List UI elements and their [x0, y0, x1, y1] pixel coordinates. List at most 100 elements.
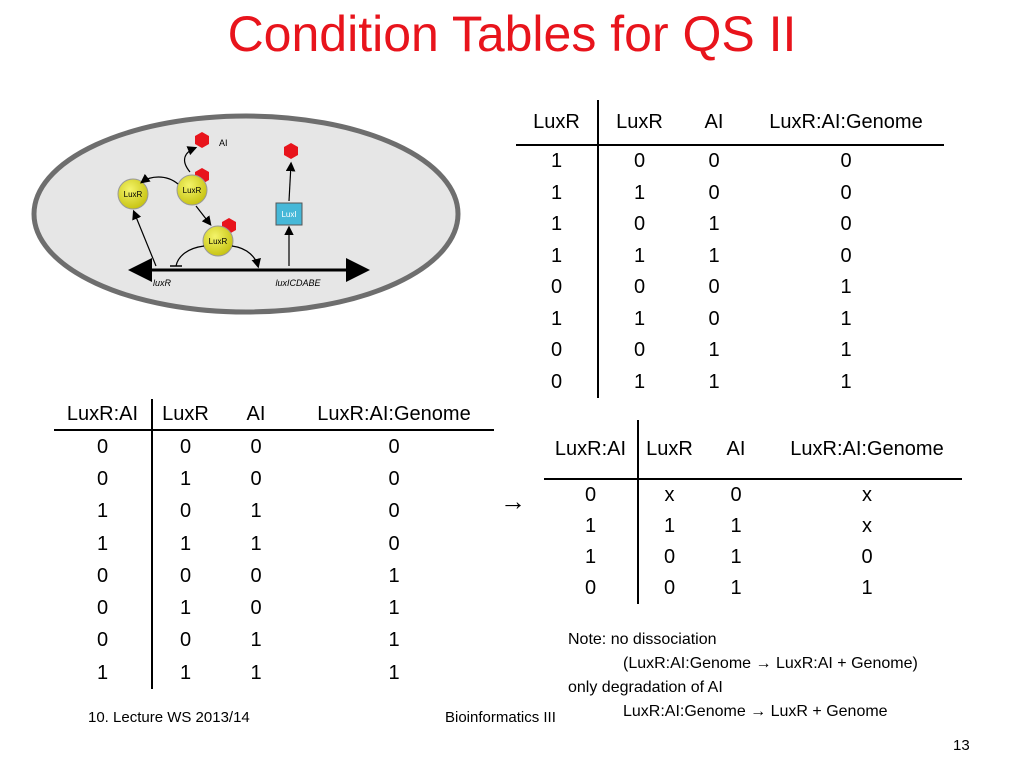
table-header-row: LuxR:AI LuxR AI LuxR:AI:Genome [54, 399, 494, 431]
table-cell: 0 [179, 500, 192, 523]
table-cell: 1 [179, 597, 192, 620]
table-cell: 1 [179, 661, 192, 684]
ai-label: AI [219, 138, 228, 148]
table-cell: 1 [179, 532, 192, 555]
ai-hexagon-top [195, 132, 209, 148]
column-header: LuxR [638, 420, 700, 480]
table-cell: 0 [663, 577, 676, 599]
table-cell: 1 [544, 511, 639, 542]
arrow-luxr-bind [195, 205, 212, 226]
luxr-circle-left [117, 178, 149, 210]
luxi-box [275, 202, 303, 226]
column-header: LuxR:AI [54, 399, 153, 431]
table-cell: 1 [54, 495, 153, 528]
table-cell: 0 [663, 546, 676, 568]
column-header: LuxR [516, 100, 599, 146]
table-row: 1 1 0 0 [516, 177, 944, 209]
table-cell: 0 [250, 467, 262, 490]
luxr-label-bottom: LuxR [209, 237, 228, 246]
note-line-4: LuxR:AI:Genome → LuxR + Genome [623, 703, 888, 720]
table-cell: 0 [840, 213, 852, 236]
note-line-3: only degradation of AI [568, 679, 723, 696]
table-cell: 1 [840, 370, 852, 393]
luxr-circle-middle [176, 174, 208, 206]
note-line-1: Note: no dissociation [568, 631, 717, 648]
table-cell: 0 [840, 181, 852, 204]
table-cell: 0 [544, 573, 639, 604]
table-cell: 0 [54, 560, 153, 593]
table-cell: 0 [516, 335, 599, 367]
transform-arrow: → [500, 486, 526, 516]
table-cell: 0 [179, 564, 192, 587]
table-cell: 0 [633, 213, 646, 236]
activation-luxicdabe [231, 245, 261, 269]
arrow-luxr-exchange [140, 173, 179, 185]
luxr-label-left: LuxR [124, 190, 143, 199]
table-cell: 0 [633, 150, 646, 173]
arrow-luxi-produces-ai [285, 161, 296, 202]
table-cell: 0 [861, 546, 873, 568]
table-cell: 1 [516, 209, 599, 241]
table-cell: 1 [633, 181, 646, 204]
table-cell: 0 [250, 564, 262, 587]
cell-ellipse [31, 113, 461, 315]
table-cell: 0 [54, 463, 153, 496]
footer-lecture: 10. Lecture WS 2013/14 [88, 709, 250, 726]
arrow-luxr-expression [132, 209, 157, 267]
table-cell: 1 [663, 515, 676, 537]
table-cell: 0 [708, 307, 720, 330]
note-line-2: (LuxR:AI:Genome → LuxR:AI + Genome) [623, 655, 918, 672]
table-cell: 1 [730, 546, 742, 568]
slide-title: Condition Tables for QS II [227, 6, 797, 62]
table-cell: x [664, 484, 675, 506]
quorum-sensing-diagram: AI LuxR LuxR LuxR LuxI luxR luxICDABE [31, 113, 461, 315]
table-cell: 0 [54, 592, 153, 625]
table-cell: 0 [54, 430, 153, 464]
table-cell: 1 [840, 339, 852, 362]
table-header-row: LuxR LuxR AI LuxR:AI:Genome [516, 100, 944, 146]
table-cell: 1 [179, 467, 192, 490]
table-cell: 1 [388, 661, 400, 684]
page-number: 13 [953, 737, 970, 754]
table-cell: 0 [633, 276, 646, 299]
table-cell: 1 [54, 657, 153, 690]
column-header: LuxR:AI:Genome [748, 100, 944, 146]
table-cell: 1 [388, 629, 400, 652]
table-cell: 1 [840, 307, 852, 330]
table-cell: 1 [516, 177, 599, 209]
repression-luxr [175, 245, 205, 267]
column-header: LuxR:AI:Genome [772, 420, 962, 480]
luxr-label-middle: LuxR [183, 186, 202, 195]
table-cell: 1 [840, 276, 852, 299]
table-cell: 1 [516, 145, 599, 178]
table-cell: 0 [708, 181, 720, 204]
luxi-label: LuxI [281, 210, 296, 219]
table-cell: 1 [633, 244, 646, 267]
table-cell: 1 [388, 597, 400, 620]
table-cell: 0 [388, 532, 400, 555]
table-cell: 0 [388, 435, 400, 458]
table-cell: 1 [250, 532, 262, 555]
column-header: LuxR [598, 100, 680, 146]
arrow-ai-to-luxr [183, 146, 198, 173]
table-cell: 1 [250, 629, 262, 652]
table-cell: 0 [730, 484, 742, 506]
table-cell: x [862, 484, 872, 506]
table-cell: 1 [633, 370, 646, 393]
table-cell: 1 [708, 339, 720, 362]
footer-course: Bioinformatics III [445, 709, 556, 726]
column-header: AI [680, 100, 748, 146]
